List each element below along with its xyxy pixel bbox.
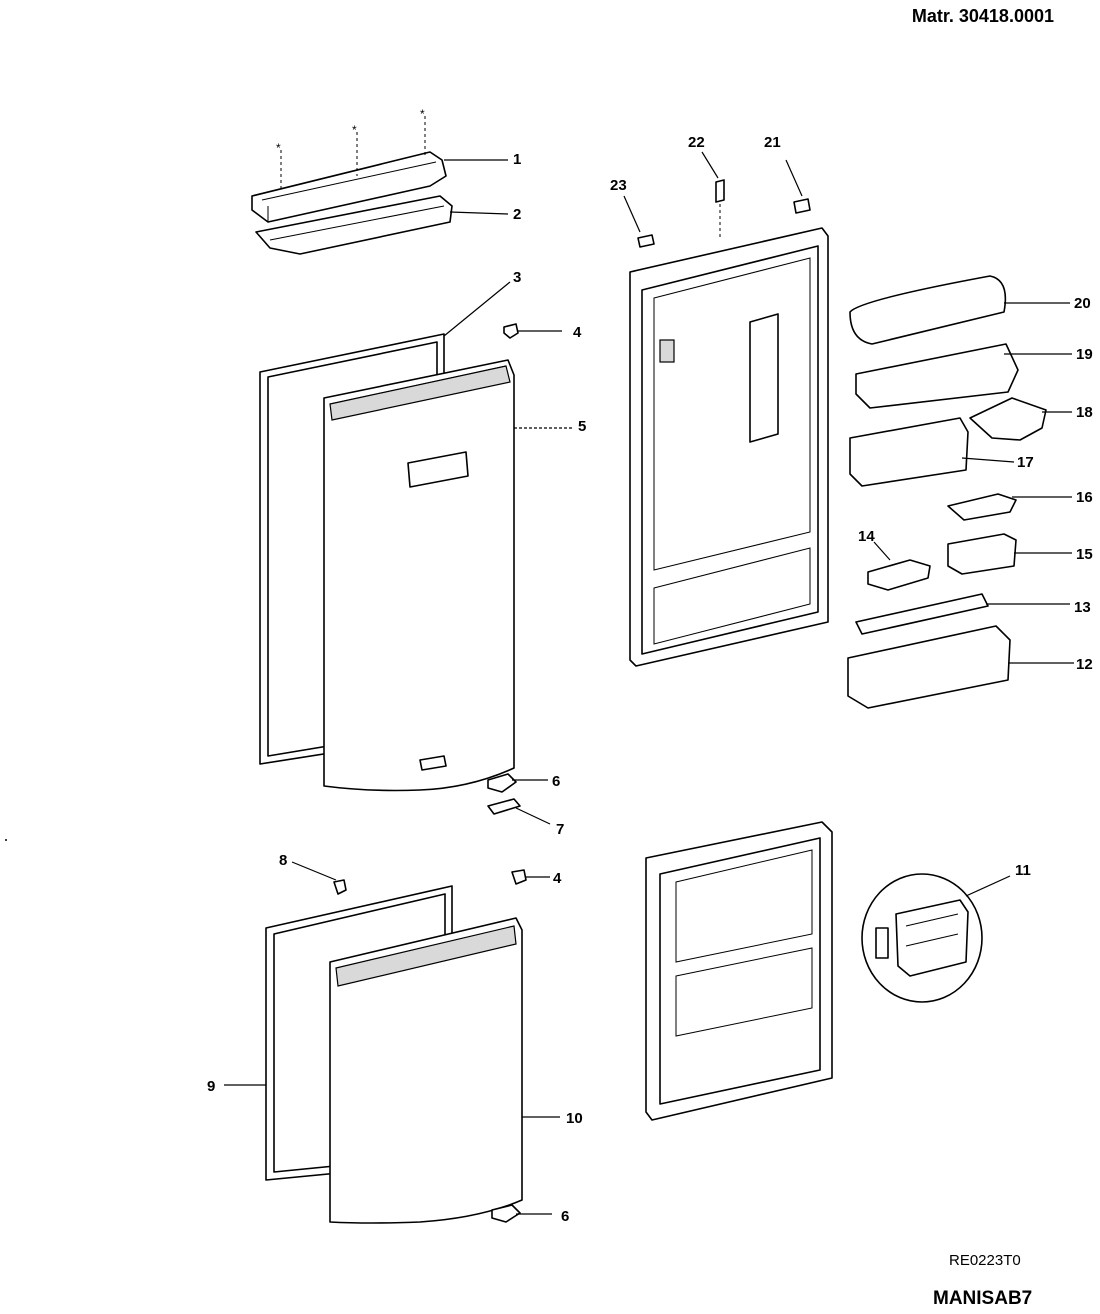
clip-22 (701, 151, 725, 238)
callout-14: 14 (858, 528, 875, 545)
leader-2 (449, 211, 509, 215)
lower-gasket-stopper (291, 861, 347, 895)
upper-hinge-bracket (487, 773, 548, 793)
upper-door-stopper (503, 323, 562, 339)
door-shelf-17 (849, 417, 1015, 487)
callout-5: 5 (578, 418, 586, 435)
butter-box-15 (947, 533, 1072, 575)
bottle-retainer-13 (855, 593, 1070, 635)
callout-22: 22 (688, 134, 705, 151)
callout-15: 15 (1076, 546, 1093, 563)
clip-21 (785, 159, 811, 214)
callout-13: 13 (1074, 599, 1091, 616)
callout-23: 23 (610, 177, 627, 194)
lower-inner-door-liner (645, 821, 833, 1121)
model-name: MANISAB7 (933, 1288, 1033, 1309)
top-handle-cover: * * * (251, 107, 447, 223)
callout-2: 2 (513, 206, 521, 223)
ice-tray-holder-14 (867, 541, 931, 591)
callout-16: 16 (1076, 489, 1093, 506)
top-handle-trim (255, 195, 453, 255)
egg-tray-18 (969, 397, 1072, 441)
svg-text:*: * (420, 107, 425, 121)
drawing-code: RE0223T0 (949, 1252, 1021, 1269)
leader-3 (443, 281, 511, 337)
lower-outer-door (329, 917, 560, 1224)
callout-17: 17 (1017, 454, 1034, 471)
callout-8: 8 (279, 852, 287, 869)
callout-18: 18 (1076, 404, 1093, 421)
detail-circle-11 (861, 873, 1011, 1003)
callout-3: 3 (513, 269, 521, 286)
callout-4a: 4 (573, 324, 582, 341)
bottle-shelf-12 (847, 625, 1074, 709)
callout-4b: 4 (553, 870, 562, 887)
upper-outer-door (323, 359, 515, 792)
upper-inner-door-liner (629, 227, 829, 667)
callout-11: 11 (1015, 862, 1031, 879)
material-number: Matr. 30418.0001 (911, 6, 1054, 26)
lower-door-stopper (511, 869, 550, 885)
lower-hinge-bracket (491, 1204, 552, 1223)
callout-7: 7 (556, 821, 564, 838)
callout-9: 9 (207, 1078, 215, 1095)
callout-21: 21 (764, 134, 781, 151)
hinge-plate (487, 798, 551, 825)
callout-6a: 6 (552, 773, 560, 790)
callout-12: 12 (1076, 656, 1093, 673)
stray-dot (5, 839, 7, 841)
svg-text:*: * (276, 141, 281, 155)
callout-10: 10 (566, 1110, 583, 1127)
callout-6b: 6 (561, 1208, 569, 1225)
clip-23 (623, 195, 655, 248)
callout-19: 19 (1076, 346, 1093, 363)
callout-20: 20 (1074, 295, 1091, 312)
callout-1: 1 (513, 151, 521, 168)
shelf-cover-20 (849, 275, 1070, 345)
lid-16 (947, 493, 1072, 521)
svg-text:*: * (352, 123, 357, 137)
callout-labels: 1 2 3 4 5 6 7 8 4 9 10 6 11 12 13 14 15 … (207, 134, 1093, 1225)
door-shelf-19 (855, 343, 1072, 409)
